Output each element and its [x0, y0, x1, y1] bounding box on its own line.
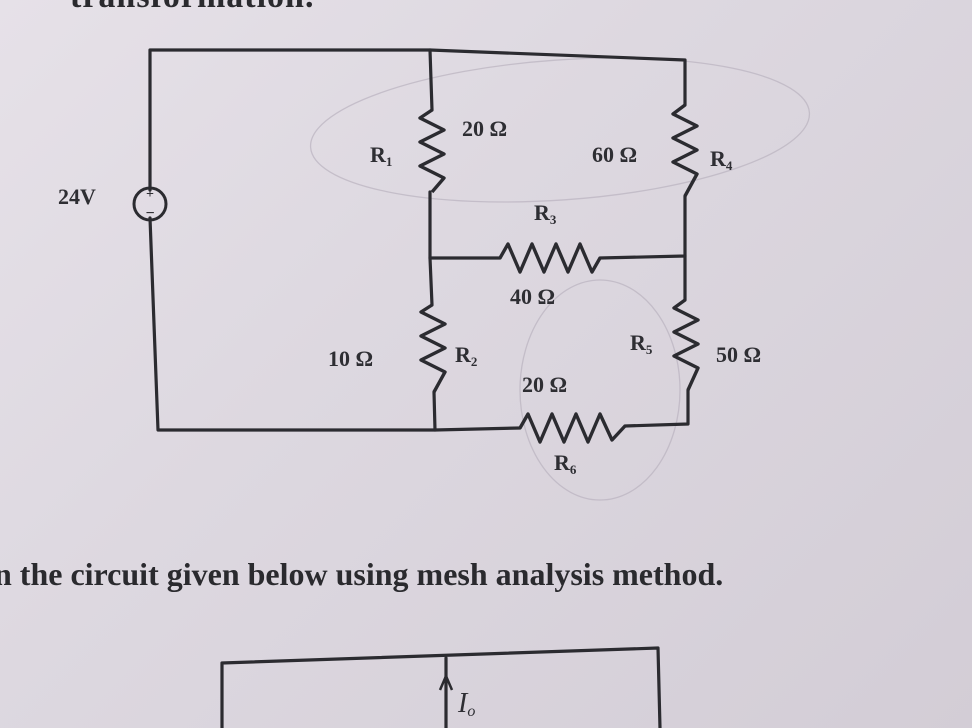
resistor-r1	[418, 108, 446, 194]
resistor-r1-name: R1	[370, 142, 392, 169]
source-minus: −	[145, 205, 154, 222]
resistor-r5-value: 50 Ω	[716, 342, 761, 367]
resistor-r3-value: 40 Ω	[510, 284, 555, 309]
wire-r2-bottom	[432, 390, 522, 432]
resistor-r6	[518, 412, 627, 444]
wire-mid-right	[598, 194, 687, 260]
resistor-r1-value: 20 Ω	[462, 116, 507, 141]
pencil-mark	[309, 57, 811, 203]
resistor-r4-name: R4	[710, 146, 733, 173]
resistor-r4-value: 60 Ω	[592, 142, 637, 167]
wire-outer-left	[148, 216, 437, 432]
resistor-r2	[419, 303, 447, 393]
next-figure-frame	[220, 646, 662, 728]
resistor-r4	[671, 103, 699, 197]
voltage-source: + −	[132, 186, 168, 222]
resistor-r5	[672, 298, 700, 391]
source-voltage-label: 24V	[58, 184, 96, 209]
wire-outer-top	[148, 48, 687, 192]
source-plus: +	[146, 187, 154, 202]
resistor-r2-name: R2	[455, 342, 477, 369]
current-arrow-icon	[438, 675, 454, 691]
resistor-r6-name: R6	[554, 450, 577, 477]
wire-r1-top	[428, 48, 434, 112]
instruction-text: n the circuit given below using mesh ana…	[0, 556, 724, 592]
resistor-r2-value: 10 Ω	[328, 346, 373, 371]
resistor-r6-value: 20 Ω	[522, 372, 567, 397]
wire-r2-top	[428, 256, 434, 307]
resistor-r3-name: R3	[534, 200, 557, 227]
heading-fragment: transformation.	[70, 0, 314, 16]
current-label: Io	[457, 688, 475, 720]
resistor-r3	[498, 242, 602, 274]
resistor-r5-name: R5	[630, 330, 653, 357]
pencil-mark	[519, 279, 681, 501]
wire-bottom-right	[623, 388, 690, 428]
